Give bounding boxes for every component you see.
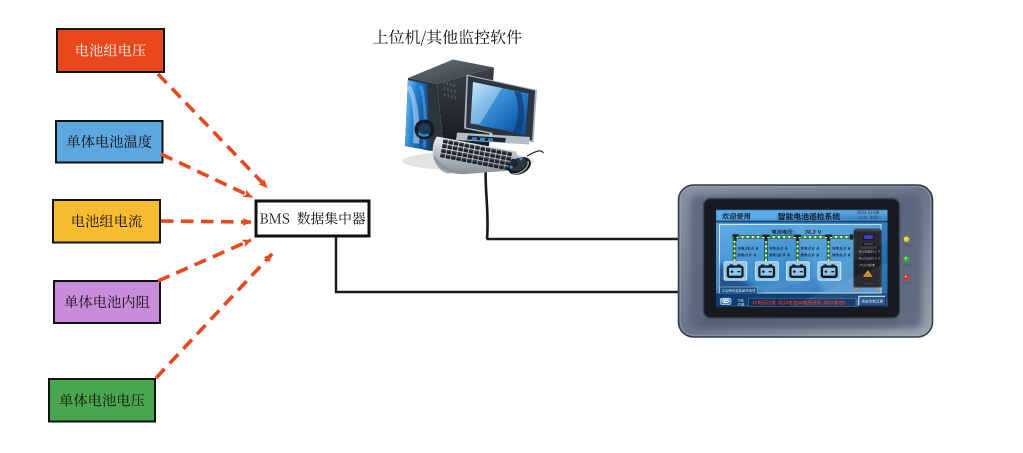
svg-text:PWR: PWR [903,243,911,247]
svg-text:COM: COM [903,282,911,286]
svg-text:RUN: RUN [903,263,911,267]
